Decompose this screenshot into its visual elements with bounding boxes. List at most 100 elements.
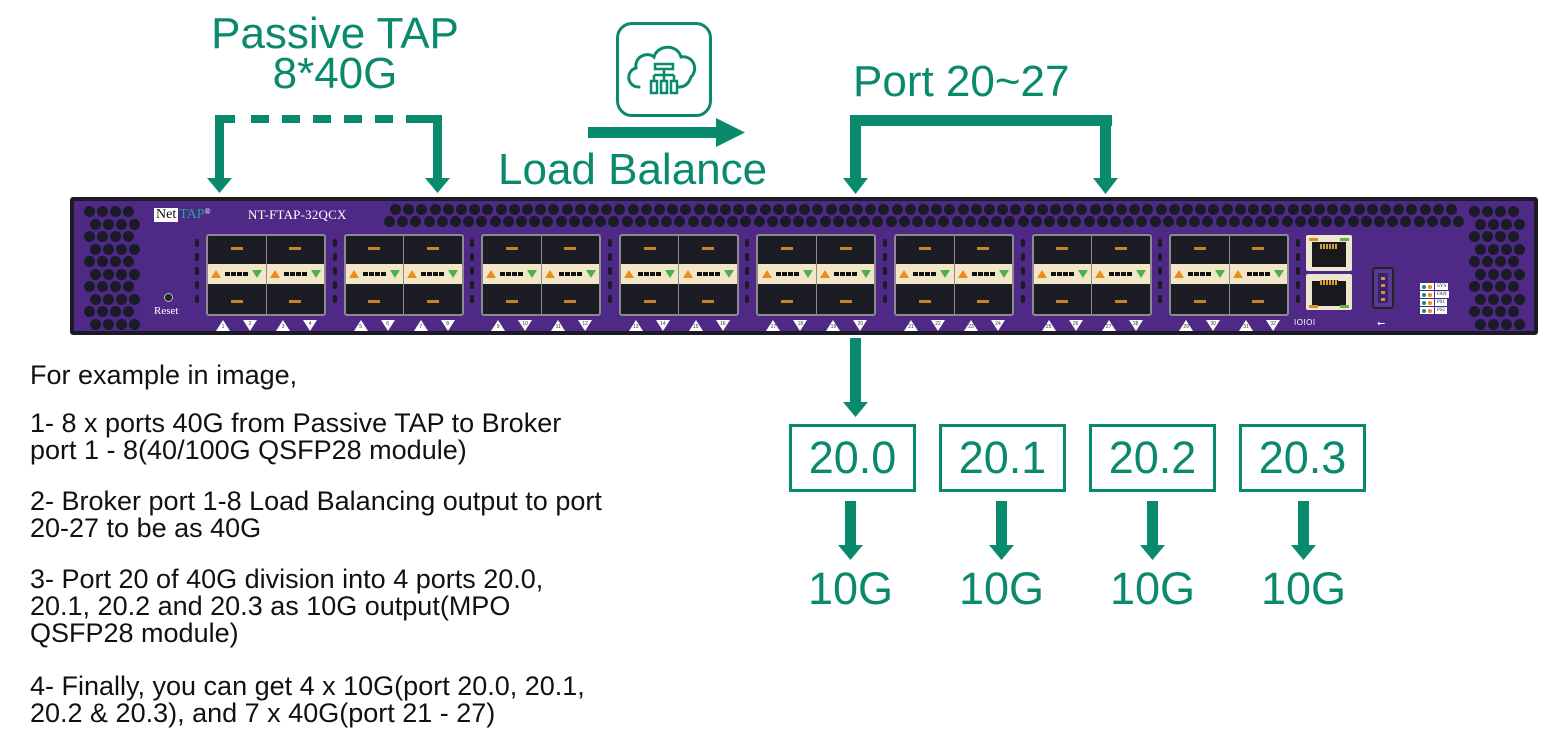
instruction-line: 1- 8 x ports 40G from Passive TAP to Bro… <box>30 408 562 438</box>
vent-hole <box>1501 318 1512 330</box>
qsfp-port-slot[interactable] <box>208 236 267 314</box>
cage-separator <box>195 239 199 309</box>
arrow-down-icon <box>527 270 538 278</box>
vent-hole <box>129 293 140 305</box>
vent-hole <box>706 204 718 215</box>
port-label-band <box>1092 264 1150 284</box>
qsfp-port-slot[interactable] <box>266 236 324 314</box>
vent-hole <box>1044 216 1055 227</box>
vent-hole <box>410 216 422 227</box>
qsfp-port-slot[interactable] <box>620 236 680 314</box>
qsfp-cage-group <box>756 234 877 316</box>
vent-hole <box>476 216 488 227</box>
vent-hole <box>1488 218 1499 230</box>
status-led-sys: SYS <box>1420 283 1449 290</box>
vent-hole <box>1023 204 1035 215</box>
port-number-marker: 19 <box>826 320 841 331</box>
vent-hole <box>489 216 501 227</box>
instruction-step-3: 3- Port 20 of 40G division into 4 ports … <box>30 566 543 647</box>
port-led <box>781 247 794 250</box>
port-status-dashes <box>421 272 445 276</box>
arrow-down-icon <box>1077 270 1088 278</box>
vent-hole <box>1321 216 1333 227</box>
vent-hole <box>634 216 646 227</box>
port-number-marker: 10 <box>518 320 533 331</box>
arrow-down-icon <box>1273 270 1284 278</box>
vent-hole <box>627 204 639 215</box>
vent-hole <box>832 216 844 227</box>
port-status-dashes <box>775 272 799 276</box>
vent-hole <box>97 206 108 217</box>
vent-hole <box>1136 216 1148 227</box>
vent-hole <box>1514 243 1525 255</box>
vent-hole <box>984 204 995 215</box>
port-led <box>977 300 990 303</box>
tap-dash <box>375 115 393 123</box>
vent-hole <box>1274 204 1286 215</box>
usb-port[interactable] <box>1372 267 1394 309</box>
port-led <box>230 247 243 250</box>
vent-hole <box>588 204 599 215</box>
vent-hole <box>1446 204 1457 215</box>
vent-hole <box>1334 216 1346 227</box>
port-number: 6 <box>386 321 389 327</box>
port-status-dashes <box>283 272 307 276</box>
qsfp-port-slot[interactable] <box>1033 236 1093 314</box>
vent-hole <box>1116 204 1127 215</box>
port-label-band <box>620 264 679 284</box>
reset-button[interactable] <box>164 293 173 302</box>
vent-hole <box>450 216 461 227</box>
vent-hole <box>1501 268 1512 280</box>
qsfp-port-slot[interactable] <box>816 236 875 314</box>
vent-hole <box>931 204 943 215</box>
qsfp-port-slot[interactable] <box>1171 236 1230 314</box>
qsfp-port-slot[interactable] <box>679 236 737 314</box>
qsfp-port-slot[interactable] <box>896 236 955 314</box>
vent-hole <box>1149 216 1161 227</box>
rj45-led-activity <box>1340 238 1349 241</box>
vent-hole <box>1495 206 1506 217</box>
port-led <box>564 247 577 250</box>
port-number: 23 <box>968 324 974 330</box>
vent-hole <box>819 216 831 227</box>
cage-separator <box>1295 239 1300 309</box>
vent-hole <box>103 218 114 230</box>
speed-label: 10G <box>1260 563 1347 614</box>
qsfp-port-slot[interactable] <box>1229 236 1288 314</box>
port-number-marker: 30 <box>1206 320 1221 331</box>
vent-hole <box>384 216 395 227</box>
tap-dash <box>313 115 331 123</box>
subport-box-20-3: 20.3 <box>1239 424 1366 492</box>
port-status-dashes <box>1109 272 1133 276</box>
qsfp-port-slot[interactable] <box>345 236 405 314</box>
tap-bracket-left-leg <box>215 115 224 180</box>
vent-hole <box>116 318 127 330</box>
port-number-marker: 6 <box>380 320 395 331</box>
port-label-band <box>679 264 737 284</box>
vent-hole <box>1083 216 1095 227</box>
port-number: 15 <box>693 324 699 330</box>
qsfp-port-slot[interactable] <box>404 236 462 314</box>
status-led-label: FAN <box>1435 291 1449 298</box>
port-label-band <box>954 264 1012 284</box>
qsfp-port-slot[interactable] <box>541 236 600 314</box>
vent-hole <box>1501 218 1512 230</box>
port-led <box>1056 300 1069 303</box>
qsfp-port-slot[interactable] <box>1092 236 1150 314</box>
vent-hole <box>687 216 699 227</box>
rj45-port-console[interactable] <box>1306 274 1352 310</box>
qsfp-port-slot[interactable] <box>758 236 817 314</box>
rj45-led-link <box>1309 238 1318 241</box>
port-number: 7 <box>419 324 422 330</box>
port-label-band <box>1033 264 1092 284</box>
vent-hole <box>786 204 797 215</box>
arrow-up-icon <box>624 270 635 278</box>
vent-hole <box>680 204 692 215</box>
rj45-port-management[interactable] <box>1306 235 1352 271</box>
qsfp-port-slot[interactable] <box>954 236 1012 314</box>
qsfp-port-slot[interactable] <box>483 236 542 314</box>
vent-hole <box>1215 216 1227 227</box>
port-number: 25 <box>1045 324 1052 330</box>
vent-hole <box>1347 216 1359 227</box>
vent-hole <box>925 216 937 227</box>
